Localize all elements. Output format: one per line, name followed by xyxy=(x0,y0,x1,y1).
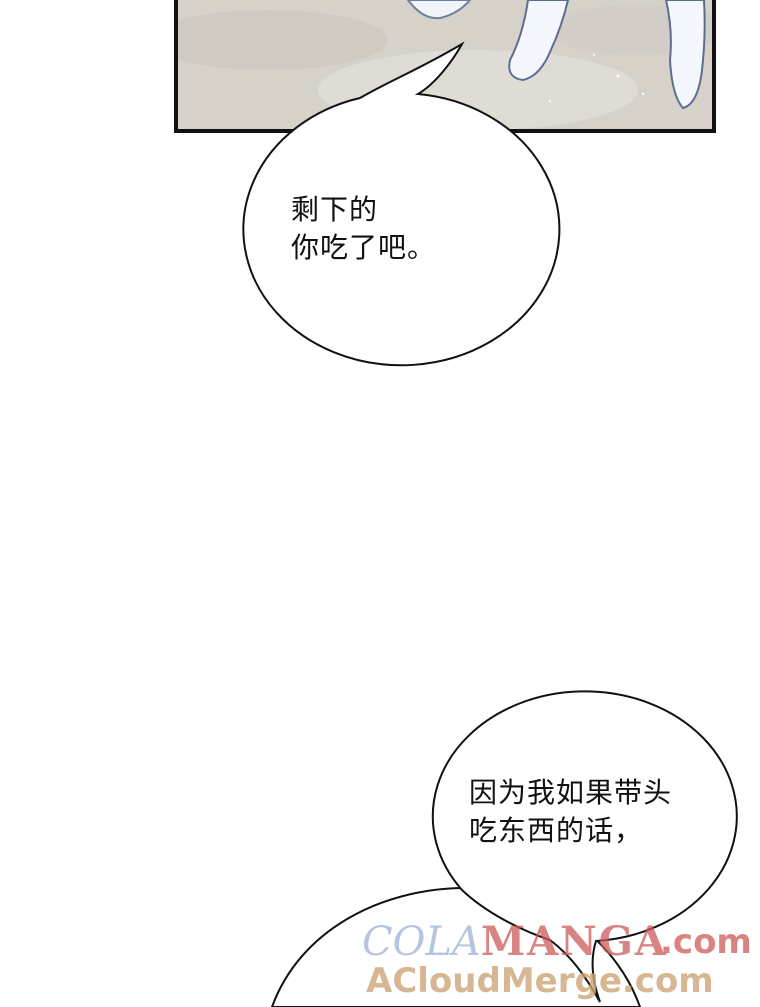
bubble-2-line-1: 因为我如果带头 xyxy=(469,776,673,809)
watermark: COLAMANGA .com ACloudMerge.com xyxy=(354,918,760,1007)
bubble-2-line-2: 吃东西的话， xyxy=(469,814,644,847)
bubble-1-line-1: 剩下的 xyxy=(291,193,379,226)
watermark-domain-suffix: .com xyxy=(660,922,752,962)
watermark-brand-part2: MANGA xyxy=(480,918,668,965)
speech-bubble-1-text: 剩下的 你吃了吧。 xyxy=(291,191,436,267)
speech-bubble-3 xyxy=(270,886,642,1007)
speech-bubble-2-text: 因为我如果带头 吃东西的话， xyxy=(469,774,672,850)
watermark-brand-part1: COLA xyxy=(362,919,481,965)
panel-artwork xyxy=(178,0,712,129)
watermark-brand: COLAMANGA xyxy=(362,918,668,966)
comic-panel-top xyxy=(174,0,716,133)
watermark-line-2: ACloudMerge.com xyxy=(366,961,714,1001)
bubble-1-line-2: 你吃了吧。 xyxy=(291,231,437,264)
